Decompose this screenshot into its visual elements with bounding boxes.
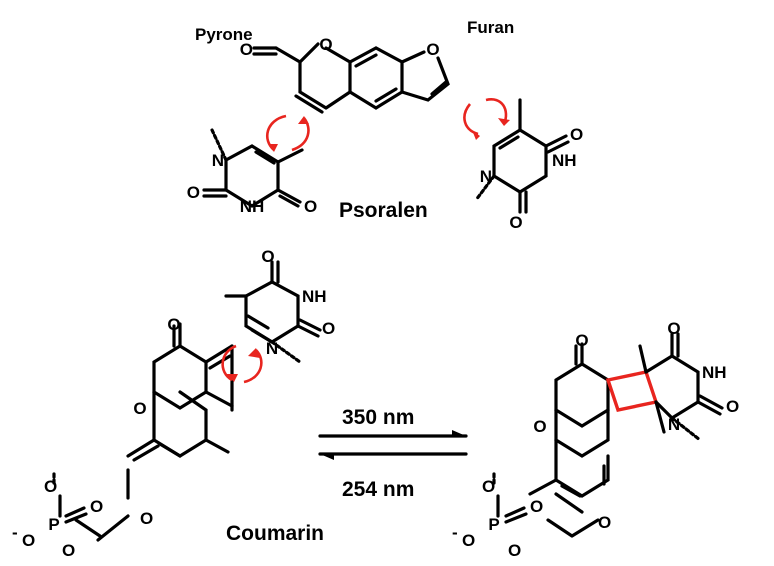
label-pyrone: Pyrone xyxy=(195,25,253,44)
thymine-bottom-left: O NH O N xyxy=(221,247,335,384)
thymine-top-right: O NH O N xyxy=(463,98,583,232)
atom-o-product-carbonyl: O xyxy=(575,331,588,350)
label-254nm: 254 nm xyxy=(342,478,414,501)
atom-o2-bl: O xyxy=(322,319,335,338)
cycloadduct-molecule: O O O O NH O N O P O O - O xyxy=(452,319,739,560)
atom-o-product-ether: O xyxy=(598,513,611,532)
atom-p-product: P xyxy=(488,515,499,534)
thymine-top-left: N O NH O xyxy=(187,114,317,216)
atom-o-pyrone: O xyxy=(319,35,332,54)
atom-o-coumarin-ring: O xyxy=(133,399,146,418)
atom-o2-product: O xyxy=(726,397,739,416)
atom-nh-bl: NH xyxy=(302,287,327,306)
atom-o-phos-top-product: O xyxy=(482,477,495,496)
atom-o2: O xyxy=(187,183,200,202)
label-350nm: 350 nm xyxy=(342,406,414,429)
atom-o-carbonyl: O xyxy=(240,40,253,59)
label-psoralen: Psoralen xyxy=(339,199,428,222)
label-furan: Furan xyxy=(467,18,514,37)
atom-o4-right: O xyxy=(570,125,583,144)
atom-o-product-ring: O xyxy=(533,417,546,436)
atom-o4-bl: O xyxy=(261,247,274,266)
atom-o-phos-double: O xyxy=(90,497,103,516)
atom-n1-product: N xyxy=(668,415,680,434)
atom-n1-bl: N xyxy=(266,339,278,358)
charge-neg-product: - xyxy=(452,523,458,542)
atom-o-furan: O xyxy=(426,40,439,59)
atom-o4: O xyxy=(304,197,317,216)
coumarin-molecule: O O O O P O O - O xyxy=(12,315,234,560)
atom-o-phos-ester-product: O xyxy=(508,541,521,560)
atom-o-phos-neg: O xyxy=(22,531,35,550)
atom-o4-product: O xyxy=(667,319,680,338)
charge-neg: - xyxy=(12,523,18,542)
atom-o-phos-neg-product: O xyxy=(462,531,475,550)
atom-nh3: NH xyxy=(240,197,265,216)
atom-o-phos-ester: O xyxy=(62,541,75,560)
psoralen-molecule: O O O Pyrone Furan xyxy=(195,18,514,114)
atom-o-coumarin-carbonyl: O xyxy=(167,315,180,334)
atom-n1: N xyxy=(212,151,224,170)
equilibrium-arrows: 350 nm 254 nm xyxy=(318,406,468,501)
atom-nh-product: NH xyxy=(702,363,727,382)
atom-o-ether: O xyxy=(140,509,153,528)
atom-nh-right: NH xyxy=(552,151,577,170)
atom-o-phos-top: O xyxy=(44,477,57,496)
atom-n1-right: N xyxy=(480,167,492,186)
atom-p: P xyxy=(48,515,59,534)
label-coumarin: Coumarin xyxy=(226,522,324,545)
atom-o-phos-double-product: O xyxy=(530,497,543,516)
atom-o2-right: O xyxy=(509,213,522,232)
